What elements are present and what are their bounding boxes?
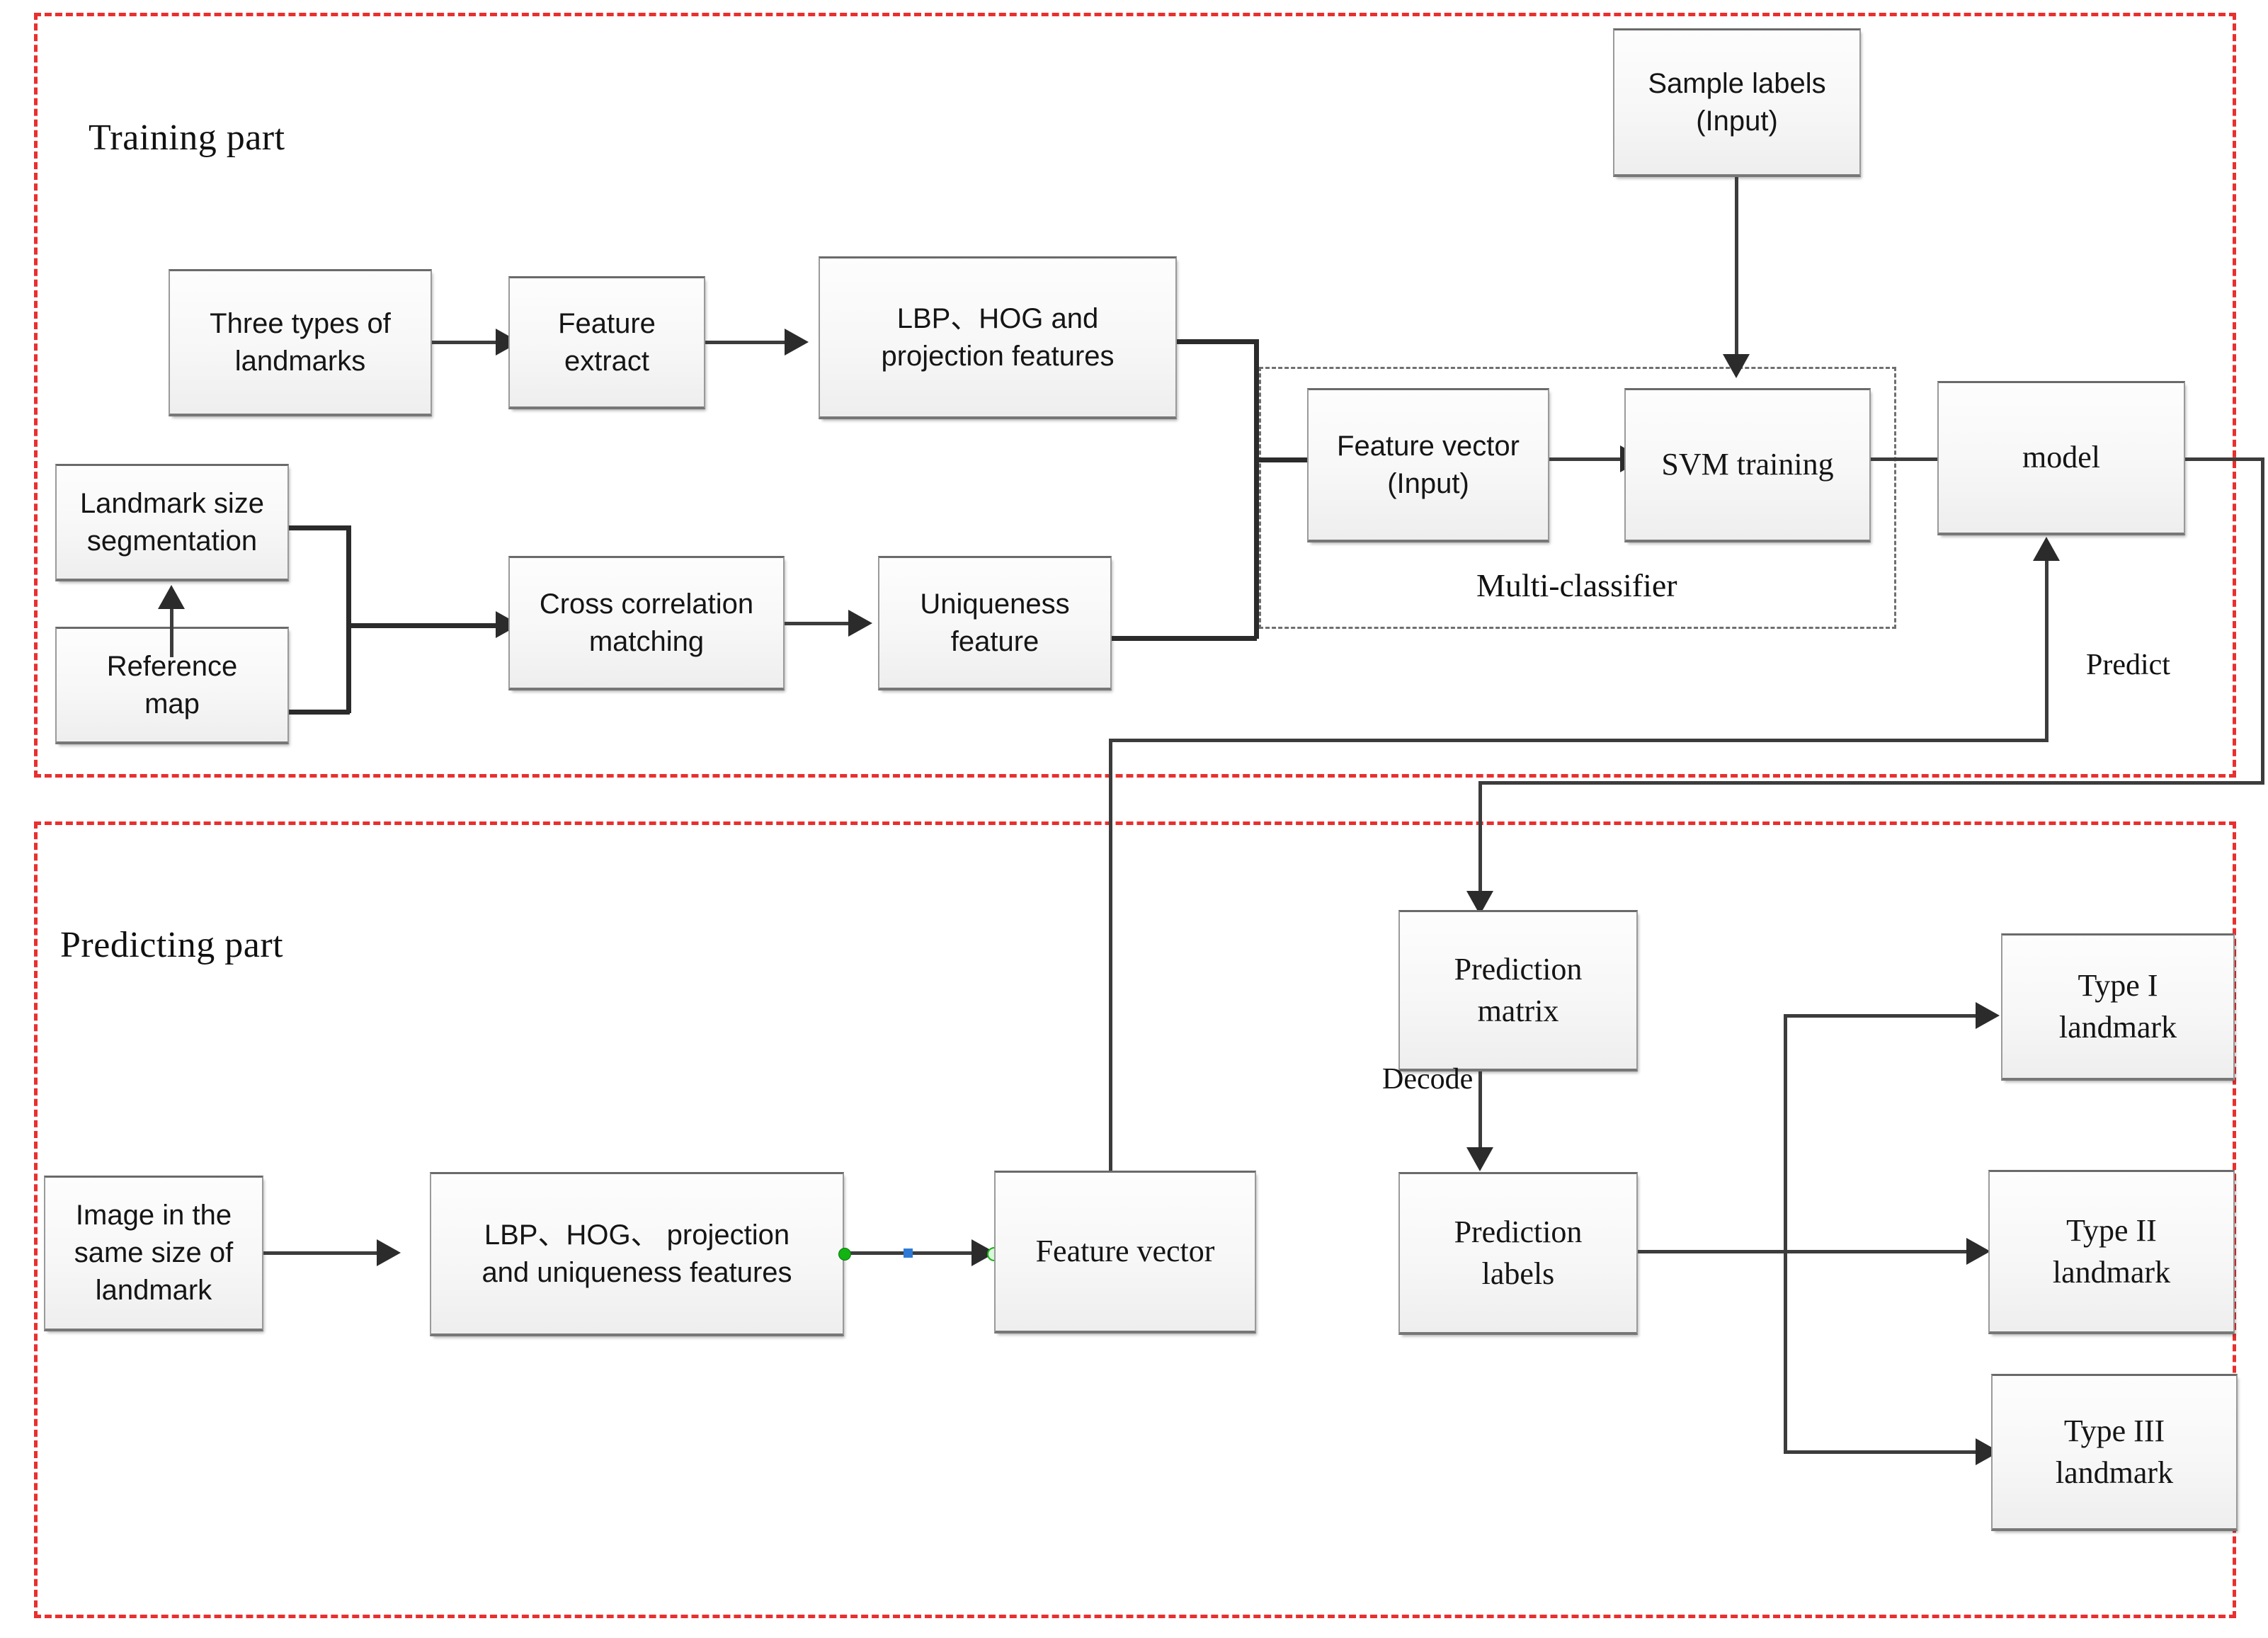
node-feature-vector[interactable]: Feature vector [994, 1171, 1256, 1333]
edge-uniqueness-out-vertical [1254, 460, 1259, 639]
arrowhead-bus-to-type-ii [1966, 1238, 1990, 1265]
node-lbp-hog-projection-features[interactable]: LBP、HOG and projection features [819, 256, 1177, 419]
predicting-section-title: Predicting part [60, 925, 284, 965]
node-landmark-size-segmentation[interactable]: Landmark size segmentation [55, 464, 289, 581]
edge-lbphog-out-vertical [1254, 339, 1259, 460]
node-prediction-matrix[interactable]: Prediction matrix [1398, 910, 1638, 1071]
node-three-types-of-landmarks[interactable]: Three types of landmarks [169, 269, 432, 416]
edge-uniqueness-out-horizontal [1112, 636, 1257, 641]
arrowhead-crosscorrelation-to-uniqueness [848, 610, 872, 637]
edge-bus-to-type-ii [1784, 1250, 1971, 1253]
edge-crosscorrelation-to-uniqueness [785, 622, 854, 625]
connector-source-handle[interactable] [838, 1248, 851, 1261]
node-sample-labels-input[interactable]: Sample labels (Input) [1613, 28, 1861, 177]
arrowhead-featureextract-to-lbphog [785, 329, 809, 356]
training-section-title: Training part [89, 118, 285, 158]
edge-leftcolumn-to-crosscorrelation [346, 623, 508, 628]
edge-svmtraining-to-model [1871, 457, 1949, 461]
arrowhead-image-to-lbphogprojuniq [377, 1239, 401, 1266]
edge-to-predictionmatrix-vertical [1478, 781, 1482, 909]
edge-referencemap-to-segmentation [170, 608, 173, 657]
edge-label-predict: Predict [2086, 649, 2170, 681]
node-feature-vector-input[interactable]: Feature vector (Input) [1307, 388, 1549, 542]
node-feature-extract[interactable]: Feature extract [508, 276, 705, 409]
node-cross-correlation-matching[interactable]: Cross correlation matching [508, 556, 785, 690]
arrowhead-predict-to-model [2033, 537, 2060, 561]
multi-classifier-group-frame [1259, 367, 1896, 629]
node-type-i-landmark[interactable]: Type I landmark [2001, 933, 2235, 1081]
edge-referencemap-right-stub [289, 710, 350, 715]
edge-samplelabels-to-svmtraining [1735, 177, 1738, 361]
node-type-iii-landmark[interactable]: Type III landmark [1991, 1374, 2238, 1531]
node-type-ii-landmark[interactable]: Type II landmark [1988, 1170, 2235, 1334]
edge-model-out-vertical-right [2261, 457, 2264, 785]
edge-model-out-horizontal-bottom [1478, 781, 2264, 785]
edge-threetypes-to-featureextract [432, 341, 501, 344]
arrowhead-predictionmatrix-to-predictionlabels [1466, 1147, 1493, 1171]
edge-bus-to-type-iii [1784, 1450, 1981, 1454]
arrowhead-bus-to-type-i [1976, 1002, 2000, 1029]
arrowhead-referencemap-to-segmentation [158, 585, 185, 609]
training-section-frame [34, 13, 2236, 778]
node-uniqueness-feature[interactable]: Uniqueness feature [878, 556, 1112, 690]
edge-type-split-vertical-bus [1784, 1014, 1787, 1453]
edge-leftcolumn-merge-vertical [346, 525, 351, 713]
edge-image-to-lbphogprojuniq [263, 1251, 382, 1255]
edge-label-decode: Decode [1382, 1063, 1474, 1096]
edge-predict-horizontal-bus [1109, 739, 2048, 742]
node-image-in-same-size-of-landmark[interactable]: Image in the same size of landmark [44, 1176, 263, 1331]
edge-featurevector-up-to-predict-bus [1109, 739, 1112, 1174]
edge-predictionmatrix-to-predictionlabels [1478, 1071, 1482, 1164]
node-lbp-hog-projection-uniqueness-features[interactable]: LBP、HOG、 projection and uniqueness featu… [430, 1172, 844, 1336]
edge-featureextract-to-lbphog [705, 341, 790, 344]
node-svm-training[interactable]: SVM training [1624, 388, 1871, 542]
edge-lbphog-out-horizontal [1177, 339, 1259, 344]
edge-merged-to-featurevector-input [1254, 457, 1323, 462]
multi-classifier-group-label: Multi-classifier [1476, 567, 1677, 603]
connector-midpoint-handle[interactable] [904, 1249, 913, 1258]
edge-featurevectorinput-to-svmtraining [1549, 457, 1626, 461]
edge-segmentation-right-stub [289, 525, 350, 530]
arrowhead-samplelabels-to-svmtraining [1723, 354, 1750, 378]
edge-predictionlabels-out-horizontal [1638, 1250, 1787, 1253]
edge-model-out-horizontal [2185, 457, 2264, 461]
node-prediction-labels[interactable]: Prediction labels [1398, 1172, 1638, 1335]
edge-predict-vertical-to-model [2045, 559, 2048, 742]
node-model[interactable]: model [1937, 381, 2185, 535]
edge-bus-to-type-i [1784, 1014, 1981, 1018]
